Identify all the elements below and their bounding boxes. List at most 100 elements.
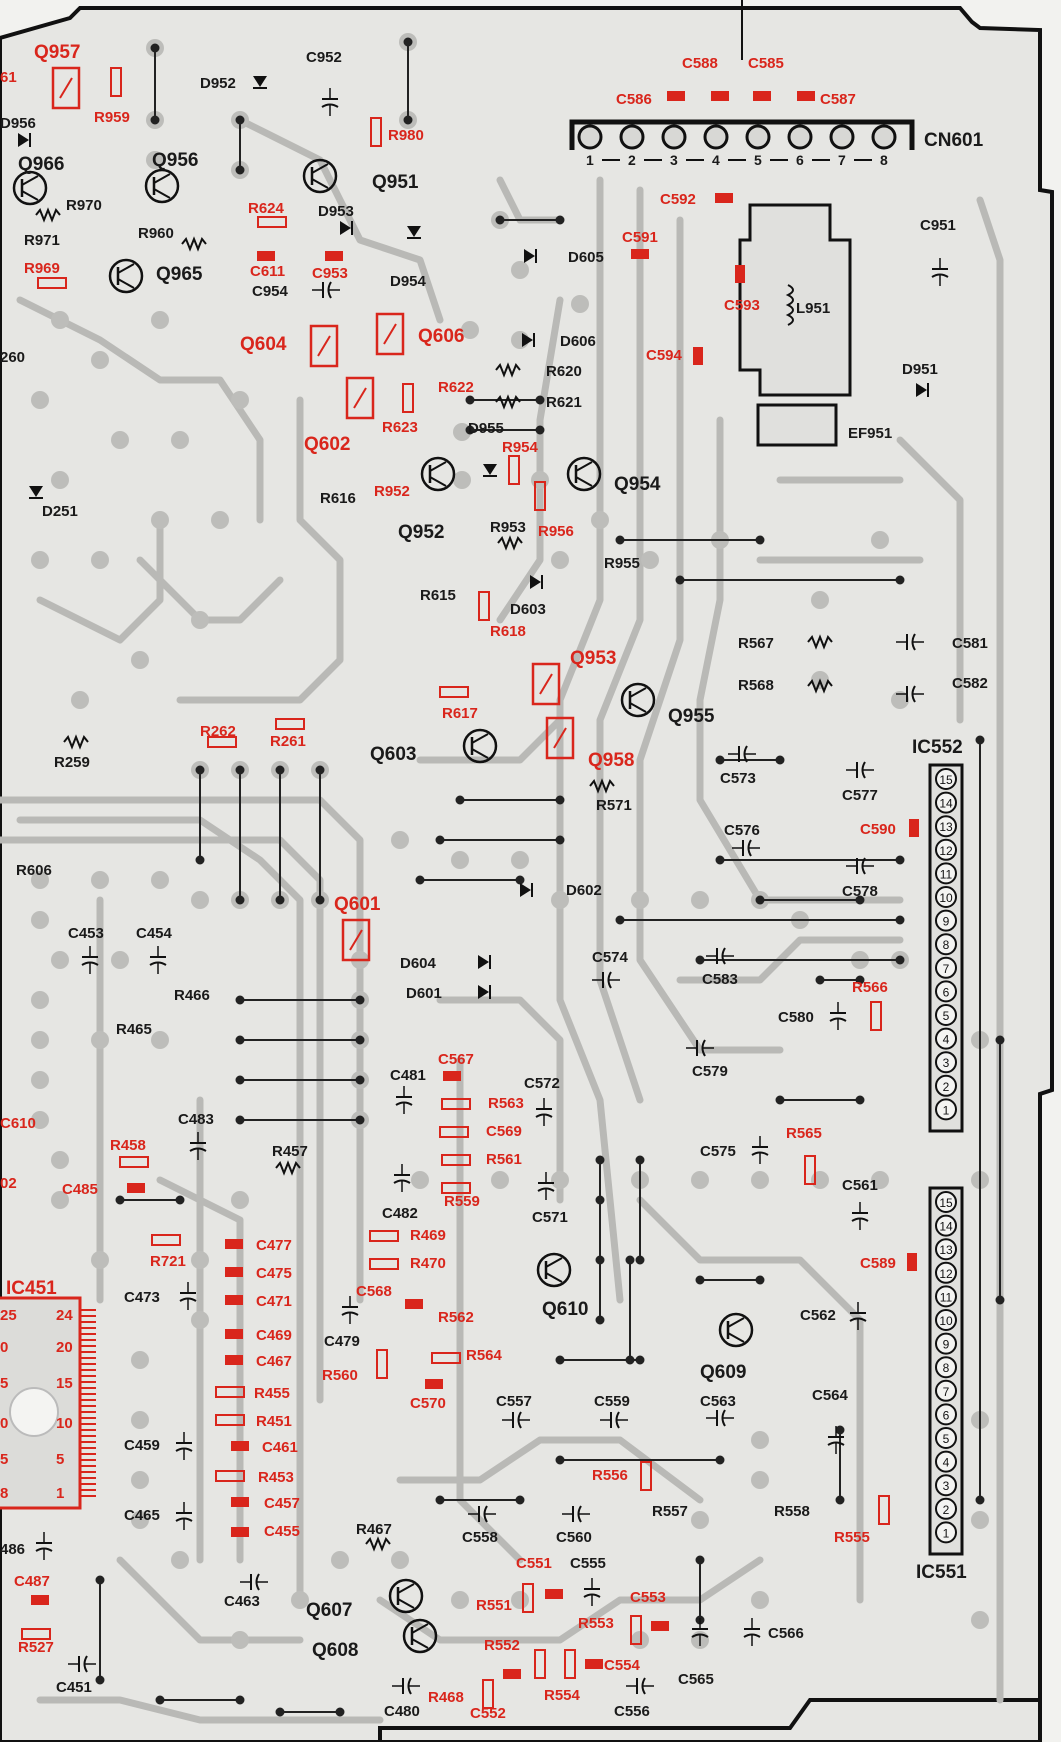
label-r564: R564 xyxy=(466,1347,503,1364)
solder-pad xyxy=(691,1171,709,1189)
solder-pad xyxy=(51,951,69,969)
ic552-pin xyxy=(935,980,957,1003)
ic451-pin-number-partial: 0 xyxy=(0,1415,8,1432)
r556-part xyxy=(640,1461,652,1491)
solder-pad xyxy=(31,1111,49,1129)
cn601-pin-number: 5 xyxy=(754,152,762,168)
label-r618: R618 xyxy=(490,623,526,640)
c565-cap xyxy=(691,1618,709,1646)
solder-pad xyxy=(51,311,69,329)
ic551-pin-number: 10 xyxy=(939,1314,953,1328)
copper-trace xyxy=(596,186,644,1104)
solder-pad xyxy=(131,651,149,669)
c471-cap xyxy=(225,1295,243,1305)
r261-part xyxy=(275,718,305,730)
c555-cap xyxy=(583,1578,601,1606)
ic552-pin xyxy=(935,768,957,790)
c592-cap xyxy=(715,193,733,203)
label-c592: C592 xyxy=(660,191,696,208)
ic551-pin-number: 6 xyxy=(943,1408,950,1422)
solder-pad xyxy=(171,431,189,449)
d251-diode xyxy=(29,486,43,499)
ic451-pin-number-partial: 5 xyxy=(0,1451,8,1468)
label-r959: R959 xyxy=(94,109,130,126)
ic451-pin-number: 5 xyxy=(56,1451,64,1468)
solder-pad xyxy=(453,471,471,489)
ic551-pin-number: 1 xyxy=(943,1526,950,1540)
label-r617: R617 xyxy=(442,705,478,722)
c588-cap xyxy=(711,91,729,101)
label-c589: C589 xyxy=(860,1255,896,1272)
components xyxy=(12,66,949,1709)
q607-transistor xyxy=(388,1578,424,1614)
label-ef951: EF951 xyxy=(848,425,892,442)
label-c453: C453 xyxy=(68,925,104,942)
label-ic551: IC551 xyxy=(916,1562,967,1583)
cn601-pin-number: 7 xyxy=(838,152,846,168)
c473-cap xyxy=(179,1282,197,1310)
r960-resistor xyxy=(181,236,207,252)
label-d953: D953 xyxy=(318,203,354,220)
ic551-pin xyxy=(935,1474,957,1497)
ic451-pin-number: 20 xyxy=(56,1339,73,1356)
r470-part xyxy=(369,1258,399,1270)
copper-trace xyxy=(636,216,784,1054)
label-d951: D951 xyxy=(902,361,938,378)
r565-part xyxy=(804,1155,816,1185)
d602-diode xyxy=(520,883,533,897)
label-02: 02 xyxy=(0,1175,17,1192)
d604-diode xyxy=(478,955,491,969)
d601-diode xyxy=(478,985,491,999)
label-c561: C561 xyxy=(842,1177,878,1194)
ic552-pin-number: 3 xyxy=(943,1056,950,1070)
label-c573: C573 xyxy=(720,770,756,787)
r469-part xyxy=(369,1230,399,1242)
d605-diode xyxy=(524,249,537,263)
ic552-pin-number: 13 xyxy=(939,820,953,834)
label-l951: L951 xyxy=(796,300,830,317)
solder-pad xyxy=(551,1171,569,1189)
c586-cap xyxy=(667,91,685,101)
label-r559: R559 xyxy=(444,1193,480,1210)
label-d251: D251 xyxy=(42,503,78,520)
label-r468: R468 xyxy=(428,1689,464,1706)
r620-resistor xyxy=(495,362,521,378)
label-r451: R451 xyxy=(256,1413,292,1430)
label-c582: C582 xyxy=(952,675,988,692)
solder-pad xyxy=(511,261,529,279)
ic552-pin xyxy=(935,886,957,908)
label-q603: Q603 xyxy=(370,744,416,765)
c553-cap xyxy=(651,1621,669,1631)
label-r466: R466 xyxy=(174,987,210,1004)
label-c588: C588 xyxy=(682,55,718,72)
c552-cap xyxy=(503,1669,521,1679)
ic551-pin xyxy=(935,1261,957,1284)
label-r555: R555 xyxy=(834,1529,870,1546)
solder-pad xyxy=(751,1591,769,1609)
label-c560: C560 xyxy=(556,1529,592,1546)
solder-pad xyxy=(461,321,479,339)
ic552-pin xyxy=(935,909,957,932)
c459-cap xyxy=(175,1432,193,1460)
cn601-pin xyxy=(829,124,855,150)
label-q610: Q610 xyxy=(542,1299,588,1320)
r969-part xyxy=(37,277,67,289)
c561-cap xyxy=(851,1202,869,1230)
c469-cap xyxy=(225,1329,243,1339)
copper-trace xyxy=(636,1196,864,1604)
label-d956: D956 xyxy=(0,115,36,132)
q957-smd-transistor xyxy=(51,66,81,110)
label-c481: C481 xyxy=(390,1067,426,1084)
label-260: 260 xyxy=(0,349,25,366)
ic552-pin-number: 14 xyxy=(939,797,953,811)
ic552-pin xyxy=(935,1004,957,1026)
ic451-pin-number-partial: 5 xyxy=(0,1375,8,1392)
label-r568: R568 xyxy=(738,677,774,694)
solder-pad xyxy=(391,831,409,849)
label-r620: R620 xyxy=(546,363,582,380)
solder-pad xyxy=(146,151,164,169)
solder-pad xyxy=(91,551,109,569)
r721-part xyxy=(151,1234,181,1246)
label-r567: R567 xyxy=(738,635,774,652)
ic552-pin-number: 11 xyxy=(940,867,953,881)
